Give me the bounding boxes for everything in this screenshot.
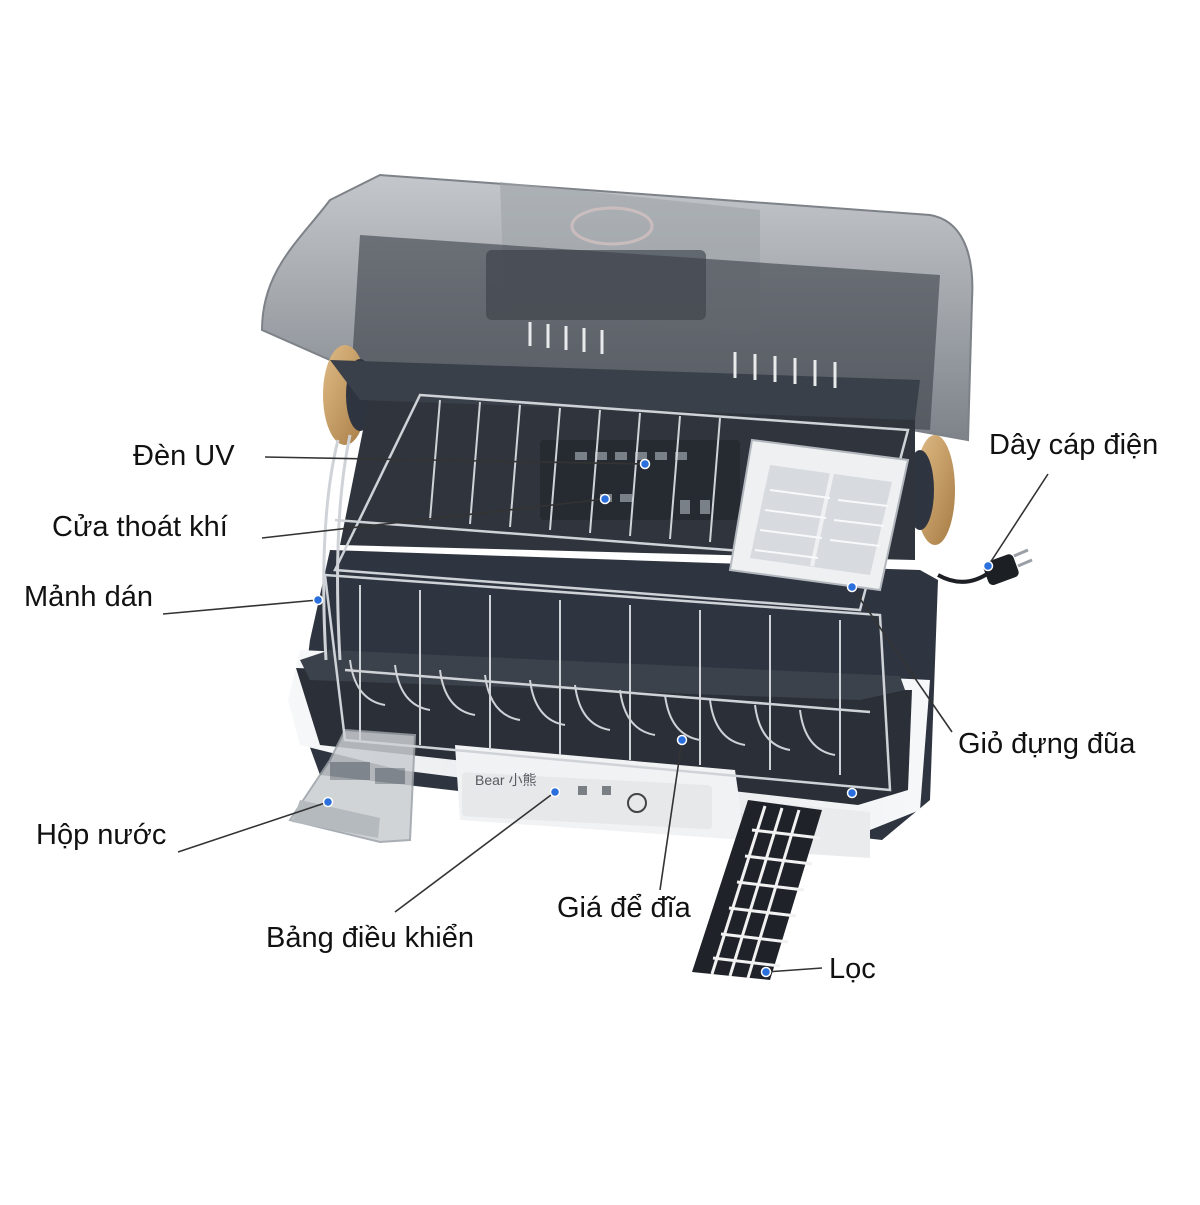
leader-exhaust-vent [261, 498, 606, 539]
anchor-dots [312, 458, 994, 978]
dot-chopstick-basket [846, 581, 858, 593]
dish-rack [322, 393, 910, 792]
label-chopstick-basket: Giỏ đựng đũa [958, 728, 1136, 760]
label-power-cable: Dây cáp điện [989, 429, 1159, 461]
water-box [288, 728, 417, 844]
dot-exhaust-vent [599, 493, 611, 505]
label-exhaust-vent: Cửa thoát khí [52, 511, 228, 543]
dot-control-panel [549, 786, 561, 798]
filter-grid [692, 800, 822, 980]
main-body: Bear 小熊 [288, 550, 938, 858]
leader-control-panel [394, 791, 556, 913]
label-uv-lamp: Đèn UV [133, 440, 235, 472]
dot-water-box [322, 796, 334, 808]
dot-power-cable [982, 560, 994, 572]
brand-mark: Bear 小熊 [475, 772, 536, 788]
leader-water-box [177, 801, 329, 853]
leader-power-cable [987, 473, 1049, 567]
leader-uv-lamp [264, 456, 646, 465]
leader-filter [765, 967, 823, 973]
label-dish-rack: Giá để đĩa [557, 892, 691, 924]
power-cable [937, 548, 1033, 585]
label-water-box: Hộp nước [36, 819, 167, 851]
leader-chopstick-basket [851, 586, 953, 733]
dot-body-corner [846, 787, 858, 799]
dot-uv-lamp [639, 458, 651, 470]
leader-sticker [162, 599, 319, 615]
chopstick-basket [728, 438, 910, 592]
dot-sticker [312, 594, 324, 606]
dot-dish-rack [676, 734, 688, 746]
label-control-panel: Bảng điều khiển [266, 922, 474, 954]
leader-dish-rack [659, 739, 683, 891]
dot-filter [760, 966, 772, 978]
leader-lines [162, 456, 1049, 973]
label-sticker: Mảnh dán [24, 581, 153, 613]
label-filter: Lọc [829, 953, 876, 985]
